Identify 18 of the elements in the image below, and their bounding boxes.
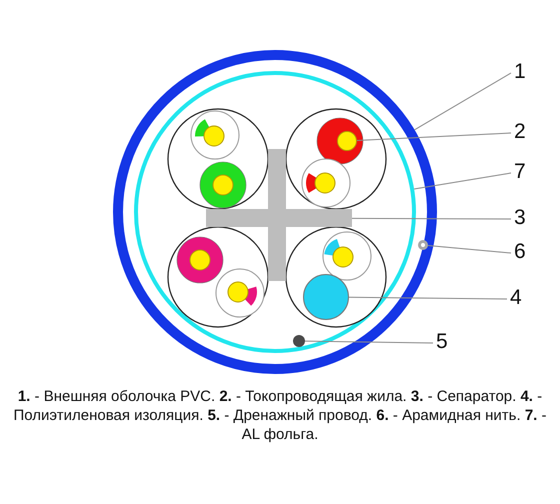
callout-number: 4 [510,286,522,310]
callout-number: 2 [514,120,526,144]
callout-number: 7 [514,160,526,184]
callout-number: 5 [436,330,448,354]
leader-line [348,296,508,300]
caption: 1. - Внешняя оболочка PVC. 2. - Токопроводящая жила. 3. - Сепаратор. 4. - Полиэтиленовая изоляция. 5. - Дренажный провод. 6. - Арамидная нить. 7. - AL фольга. [12,387,548,444]
callout-number: 6 [514,240,526,264]
leader-line [414,72,512,130]
leader-line [414,172,512,190]
leader-line [304,340,434,344]
callout-number: 1 [514,60,526,84]
foil-ring [134,71,416,353]
aramid-thread [418,240,428,250]
leader-line [356,132,512,142]
callout-number: 3 [514,206,526,230]
leader-line [427,244,512,254]
leader-line [352,218,512,220]
outer-jacket-ring [113,50,437,374]
